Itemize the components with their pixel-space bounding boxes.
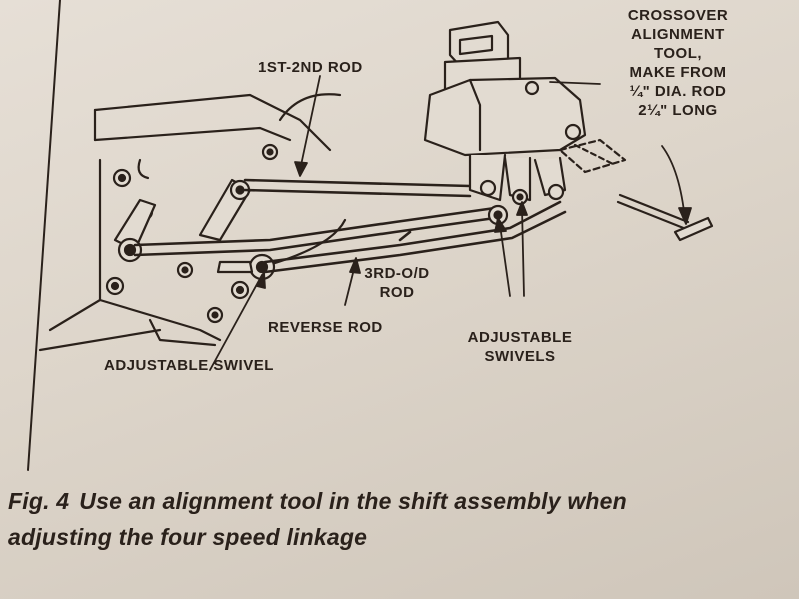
label-3rd-od-line-1: 3RD-O/D bbox=[364, 265, 430, 282]
page-border-line bbox=[27, 0, 61, 471]
rod-3rd-od-lower bbox=[133, 216, 497, 257]
housing-bolts bbox=[105, 143, 279, 324]
label-swivels-line-1: ADJUSTABLE bbox=[467, 329, 573, 346]
transmission-housing bbox=[38, 93, 347, 352]
tool-line-3: TOOL, bbox=[653, 45, 703, 62]
alignment-tool bbox=[558, 138, 714, 242]
tool-line-6: 2¼" LONG bbox=[638, 102, 718, 119]
caption-text-1: Use an alignment tool in the shift assem… bbox=[79, 488, 627, 514]
reverse-rod-upper bbox=[263, 200, 562, 264]
figure-caption-line-2: adjusting the four speed linkage bbox=[8, 524, 368, 550]
shifter-assembly bbox=[423, 20, 587, 226]
leader-lines bbox=[209, 75, 692, 371]
label-3rd-od-rod: 3RD-O/D ROD bbox=[352, 264, 442, 302]
figure-number: Fig. 4 bbox=[8, 488, 70, 514]
linkage-rods bbox=[133, 178, 567, 274]
label-crossover-alignment-tool: CROSSOVER ALIGNMENT TOOL, MAKE FROM ¼" D… bbox=[598, 6, 758, 120]
tool-line-5: ¼" DIA. ROD bbox=[629, 83, 727, 100]
transmission-levers bbox=[113, 178, 276, 300]
tool-line-2: ALIGNMENT bbox=[631, 26, 725, 43]
label-3rd-od-line-2: ROD bbox=[379, 284, 415, 301]
label-adjustable-swivel: ADJUSTABLE SWIVEL bbox=[104, 357, 274, 374]
tool-line-4: MAKE FROM bbox=[629, 64, 727, 81]
label-swivels-line-2: SWIVELS bbox=[484, 348, 556, 365]
rod-1st-2nd-lower bbox=[243, 188, 472, 198]
linkage-diagram bbox=[27, 0, 714, 471]
shifter-body bbox=[423, 76, 587, 157]
figure-caption-line-1: Fig. 4 Use an alignment tool in the shift… bbox=[8, 488, 627, 515]
tool-line-1: CROSSOVER bbox=[627, 7, 729, 24]
label-reverse-rod: REVERSE ROD bbox=[268, 319, 383, 336]
rod-3rd-od-upper bbox=[133, 206, 497, 247]
label-1st-2nd-rod: 1ST-2ND ROD bbox=[258, 59, 363, 76]
label-adjustable-swivels: ADJUSTABLE SWIVELS bbox=[440, 328, 600, 366]
reverse-rod-lower bbox=[263, 210, 567, 274]
rod-1st-2nd-upper bbox=[243, 178, 472, 188]
